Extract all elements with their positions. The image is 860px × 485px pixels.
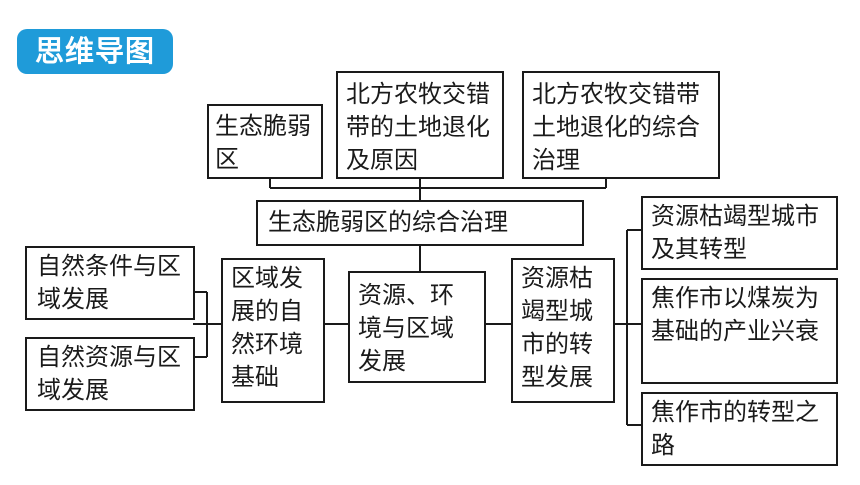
node-eco-fragile: 生态脆弱区 [207, 104, 323, 179]
node-north-degradation-text: 北方农牧交错带的土地退化及原因 [346, 80, 490, 174]
node-natural-conditions: 自然条件与区域发展 [25, 246, 195, 320]
node-regional-basis-text: 区域发展的自然环境基础 [231, 264, 303, 391]
node-north-governance-text: 北方农牧交错带土地退化的综合治理 [532, 80, 700, 174]
node-resource-env: 资源、环境与区域发展 [348, 271, 486, 383]
node-north-degradation: 北方农牧交错带的土地退化及原因 [336, 71, 504, 179]
node-natural-resources: 自然资源与区域发展 [25, 337, 195, 411]
node-jiaozuo-road-text: 焦作市的转型之路 [651, 398, 819, 459]
node-natural-conditions-text: 自然条件与区域发展 [37, 252, 181, 313]
node-root: 生态脆弱区的综合治理 [256, 200, 584, 246]
node-natural-resources-text: 自然资源与区域发展 [37, 343, 181, 404]
node-root-text: 生态脆弱区的综合治理 [268, 208, 508, 236]
node-jiaozuo-road: 焦作市的转型之路 [641, 392, 838, 466]
node-city-transform: 资源枯竭型城市及其转型 [641, 196, 838, 270]
node-regional-basis: 区域发展的自然环境基础 [221, 258, 325, 403]
node-city-transform-text: 资源枯竭型城市及其转型 [651, 202, 819, 263]
node-resource-city-text: 资源枯竭型城市的转型发展 [521, 264, 593, 391]
node-eco-fragile-text: 生态脆弱区 [215, 112, 311, 173]
node-resource-env-text: 资源、环境与区域发展 [358, 281, 454, 375]
node-resource-city: 资源枯竭型城市的转型发展 [511, 258, 615, 403]
mind-map-badge: 思维导图 [17, 29, 173, 74]
node-jiaozuo-coal: 焦作市以煤炭为基础的产业兴衰 [641, 278, 838, 384]
node-north-governance: 北方农牧交错带土地退化的综合治理 [522, 71, 720, 179]
node-jiaozuo-coal-text: 焦作市以煤炭为基础的产业兴衰 [651, 284, 819, 345]
